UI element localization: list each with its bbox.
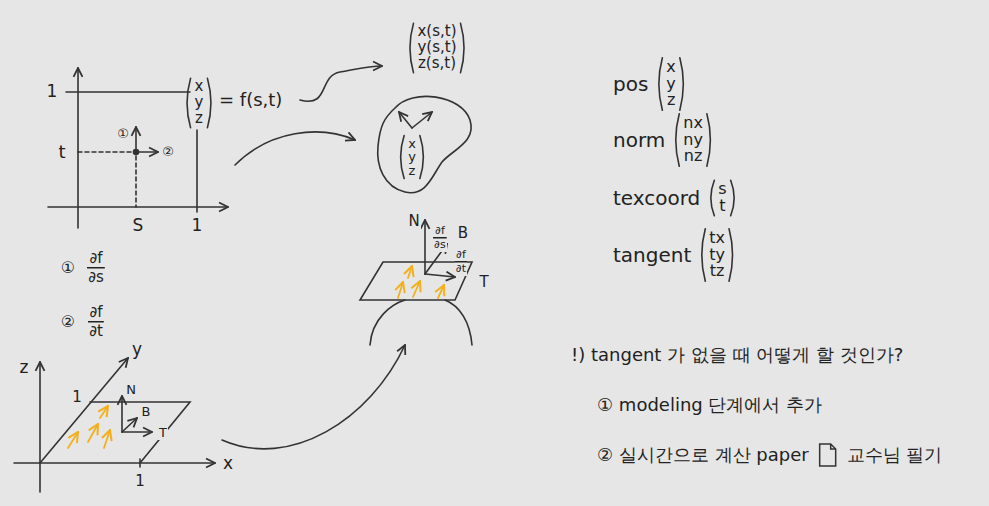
note: ② 실시간으로 계산 paper bbox=[596, 445, 810, 466]
axis-tick: 1 bbox=[46, 82, 59, 102]
callout-number: ② bbox=[161, 145, 175, 160]
partial-arrow bbox=[135, 127, 137, 152]
vector-bracket bbox=[207, 78, 211, 127]
square-top bbox=[66, 91, 190, 93]
vector-bracket bbox=[401, 136, 405, 179]
vector-bracket bbox=[420, 136, 424, 179]
vector-label: N bbox=[407, 213, 420, 230]
callout-number: ① bbox=[116, 127, 130, 142]
dashed-guide bbox=[78, 151, 132, 153]
vector-bracket bbox=[707, 114, 711, 166]
mapping-arrow bbox=[235, 132, 355, 165]
vector: x y z bbox=[665, 59, 676, 109]
vector-label: B bbox=[141, 405, 152, 420]
plane-edge bbox=[90, 402, 190, 463]
vector-bracket bbox=[676, 114, 680, 166]
surface-curve bbox=[370, 300, 405, 345]
vector-bracket bbox=[461, 23, 465, 72]
vector-arrow bbox=[399, 112, 412, 128]
vector: s t bbox=[717, 181, 727, 215]
square-right bbox=[196, 130, 198, 212]
partial-derivative: ∂f ∂s bbox=[433, 224, 446, 253]
mapping-arrow bbox=[222, 345, 405, 449]
dashed-guide bbox=[135, 156, 137, 207]
vector-bracket bbox=[659, 58, 663, 110]
vector-label: B bbox=[457, 225, 469, 242]
axis-tick: 1 bbox=[191, 216, 204, 236]
axis-label: y bbox=[131, 340, 143, 360]
tangent-field-arrow bbox=[408, 266, 412, 278]
vector: tx ty tz bbox=[708, 230, 726, 280]
vector-label: N bbox=[125, 383, 137, 398]
tangent-arrow bbox=[122, 431, 152, 433]
bitangent-arrow bbox=[122, 418, 137, 432]
axis-label: S bbox=[132, 216, 145, 236]
note: 교수님 필기 bbox=[846, 445, 944, 466]
tangent-field-arrow bbox=[100, 406, 108, 418]
surface-curve bbox=[445, 300, 472, 345]
vector-bracket bbox=[731, 180, 735, 216]
tangent-field-arrow bbox=[104, 430, 110, 448]
axis-label: z bbox=[19, 358, 30, 378]
vector: x y z bbox=[194, 79, 205, 126]
vector-bracket bbox=[729, 229, 733, 281]
x-axis bbox=[14, 462, 215, 464]
note: ① modeling 단계에서 추가 bbox=[596, 395, 823, 416]
vector-bracket bbox=[680, 58, 684, 110]
axis-label: x bbox=[222, 454, 234, 474]
vector-arrow bbox=[412, 112, 432, 128]
tangent-field-arrow bbox=[88, 424, 98, 442]
vector-bracket bbox=[702, 229, 706, 281]
partial-arrow bbox=[136, 151, 158, 153]
attribute-name: norm bbox=[612, 129, 666, 152]
axis-tick: 1 bbox=[71, 389, 83, 406]
vector-label: T bbox=[158, 426, 168, 441]
attribute-name: texcoord bbox=[612, 187, 701, 210]
s-axis bbox=[48, 206, 228, 208]
partial-derivative: ∂f ∂t bbox=[455, 248, 467, 277]
axis-label: t bbox=[57, 142, 66, 163]
callout-number: ① bbox=[60, 259, 76, 277]
note: !) tangent 가 없을 때 어떻게 할 것인가? bbox=[570, 345, 904, 366]
vector: x y z bbox=[407, 137, 417, 178]
mapping-arrow bbox=[300, 66, 382, 101]
callout-number: ② bbox=[60, 313, 76, 331]
axis-tick: 1 bbox=[134, 473, 146, 490]
document-icon bbox=[820, 444, 836, 466]
tangent-field-arrow bbox=[398, 282, 403, 298]
normal-arrow bbox=[424, 220, 426, 274]
formula: = f(s,t) bbox=[218, 90, 283, 111]
z-axis bbox=[39, 362, 41, 492]
vector: x(s,t) y(s,t) z(s,t) bbox=[416, 24, 457, 71]
tangent-field-arrow bbox=[68, 432, 78, 448]
vector-label: T bbox=[478, 274, 489, 291]
tangent-field-arrow bbox=[413, 281, 420, 297]
tangent-arrow bbox=[425, 274, 455, 277]
tick bbox=[139, 459, 141, 467]
partial-derivative: ∂f ∂t bbox=[88, 303, 104, 342]
surface-blob bbox=[378, 96, 472, 192]
attribute-name: tangent bbox=[612, 244, 692, 267]
attribute-name: pos bbox=[612, 73, 649, 96]
partial-derivative: ∂f ∂s bbox=[87, 249, 105, 288]
vector-bracket bbox=[410, 23, 414, 72]
vector: nx ny nz bbox=[682, 115, 704, 165]
vector-bracket bbox=[711, 180, 715, 216]
tangent-field-arrow bbox=[438, 285, 444, 298]
y-axis bbox=[40, 358, 128, 463]
vector-bracket bbox=[187, 78, 191, 127]
normal-arrow bbox=[121, 396, 123, 432]
